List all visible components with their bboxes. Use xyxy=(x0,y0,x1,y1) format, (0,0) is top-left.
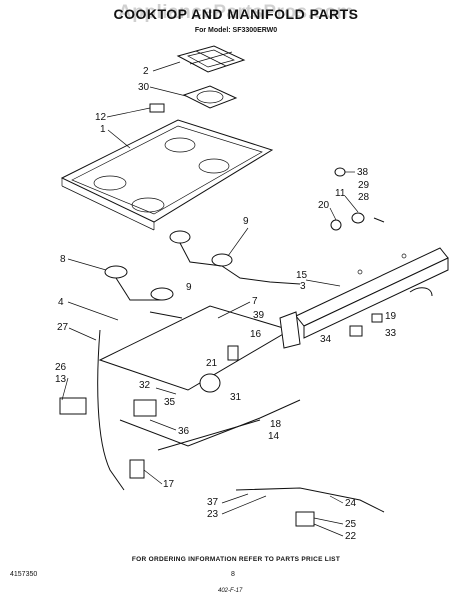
knob-part xyxy=(330,219,342,231)
drip-pan xyxy=(182,85,238,109)
callout-21: 21 xyxy=(206,358,218,369)
regulator xyxy=(59,345,239,415)
callout-32: 32 xyxy=(139,380,151,391)
callout-17: 17 xyxy=(163,479,175,490)
callout-38: 38 xyxy=(357,167,369,178)
callout-29: 29 xyxy=(358,180,370,191)
burner-assembly-front xyxy=(104,265,183,319)
ordering-note: FOR ORDERING INFORMATION REFER TO PARTS … xyxy=(131,556,341,563)
callout-22: 22 xyxy=(345,531,357,542)
callout-2: 2 xyxy=(143,66,149,77)
callout-19: 19 xyxy=(385,311,397,322)
burner-assembly-rear xyxy=(169,230,301,285)
valve xyxy=(295,511,315,527)
callout-24: 24 xyxy=(345,498,357,509)
oven-burner-tube xyxy=(235,487,385,513)
spark-module xyxy=(133,399,157,417)
callout-31: 31 xyxy=(230,392,242,403)
bracket xyxy=(129,459,145,479)
gas-tube xyxy=(157,419,261,451)
callout-26: 26 xyxy=(55,362,67,373)
manifold-panel xyxy=(295,247,449,339)
leader-lines xyxy=(61,61,359,537)
handwritten-note: 402-F-17 xyxy=(218,588,243,594)
callout-15: 15 xyxy=(296,270,308,281)
callout-25: 25 xyxy=(345,519,357,530)
callout-labels: 2 30 12 1 38 29 28 11 20 9 8 15 3 4 9 7 … xyxy=(55,66,397,542)
screw xyxy=(373,217,385,223)
clip xyxy=(149,103,165,113)
callout-16: 16 xyxy=(250,329,262,340)
callout-20: 20 xyxy=(318,200,330,211)
switch xyxy=(349,325,363,337)
bracket xyxy=(279,311,301,349)
callout-3: 3 xyxy=(300,281,306,292)
callout-7: 7 xyxy=(252,296,258,307)
callout-34: 34 xyxy=(320,334,332,345)
callout-14: 14 xyxy=(268,431,280,442)
callout-30: 30 xyxy=(138,82,150,93)
callout-23: 23 xyxy=(207,509,219,520)
callout-1: 1 xyxy=(100,124,106,135)
callout-36: 36 xyxy=(178,426,190,437)
callout-9: 9 xyxy=(186,282,192,293)
page-title: COOKTOP AND MANIFOLD PARTS xyxy=(113,6,359,22)
callout-11: 11 xyxy=(335,188,346,199)
clip xyxy=(371,313,383,323)
callout-28: 28 xyxy=(358,192,370,203)
callout-18: 18 xyxy=(270,419,282,430)
callout-13: 13 xyxy=(55,374,67,385)
knob-part xyxy=(334,167,346,177)
callout-35: 35 xyxy=(164,397,176,408)
knob-part xyxy=(351,212,365,224)
callout-27: 27 xyxy=(57,322,69,333)
burner-grate xyxy=(176,45,246,73)
igniter-wire xyxy=(409,287,433,297)
cooktop xyxy=(60,119,274,231)
wire-harness xyxy=(97,329,125,491)
callout-9: 9 xyxy=(243,216,249,227)
model-subtitle: For Model: SF3300ERW0 xyxy=(194,27,278,34)
callout-39: 39 xyxy=(253,310,265,321)
callout-33: 33 xyxy=(385,328,397,339)
callout-4: 4 xyxy=(58,297,64,308)
document-number: 4157350 xyxy=(10,571,38,578)
callout-37: 37 xyxy=(207,497,219,508)
gas-tube xyxy=(119,399,301,447)
watermark: AppliancePartsPros.com xyxy=(118,2,354,23)
callout-12: 12 xyxy=(95,112,107,123)
page-number: 8 xyxy=(231,571,235,578)
callout-8: 8 xyxy=(60,254,66,265)
